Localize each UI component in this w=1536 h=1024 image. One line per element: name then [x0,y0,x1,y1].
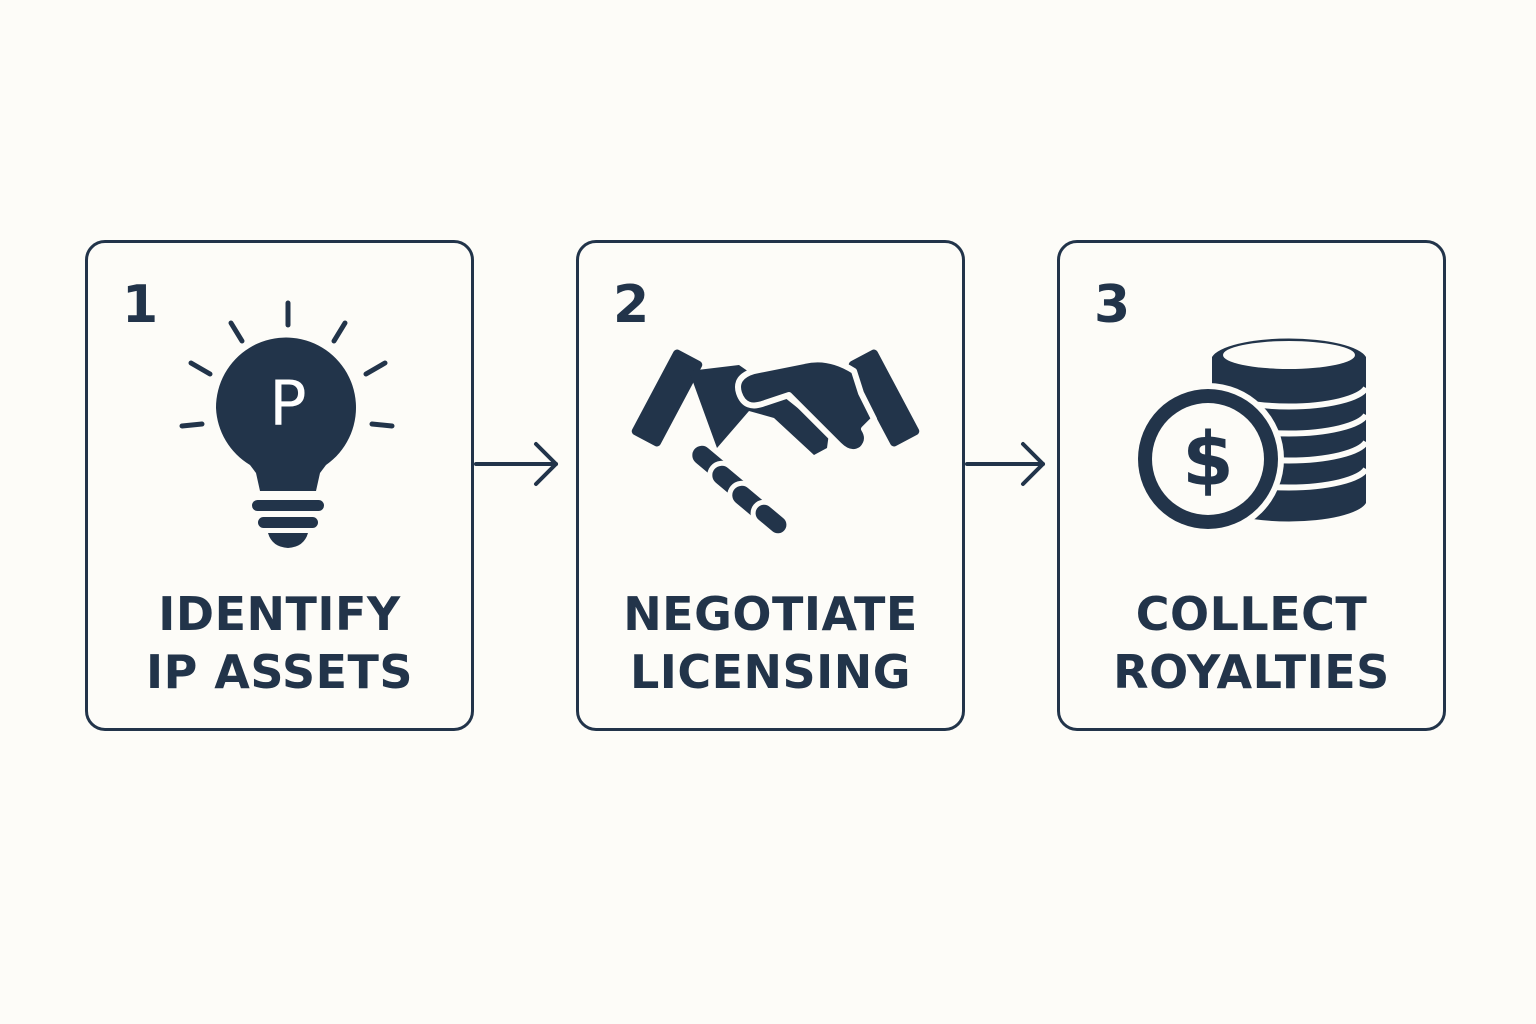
step-number: 2 [613,275,650,335]
lightbulb-letter: P [269,367,306,440]
step-card-collect: 3 $ COLLECT ROYALTIES [1057,240,1446,731]
arrow-right-icon [474,442,558,486]
step-label-line1: COLLECT [1135,587,1368,641]
step-label: IDENTIFY IP ASSETS [88,585,471,701]
step-number: 1 [122,275,159,335]
step-card-identify: 1 P IDENTIFY IP ASSETS [85,240,474,731]
step-label: COLLECT ROYALTIES [1060,585,1443,701]
step-label-line2: LICENSING [629,645,912,699]
coins-icon: $ [1132,338,1369,535]
step-number: 3 [1094,275,1131,335]
step-label-line1: NEGOTIATE [623,587,918,641]
step-label-line2: IP ASSETS [145,645,414,699]
step-label-line2: ROYALTIES [1113,645,1390,699]
step-label: NEGOTIATE LICENSING [579,585,962,701]
lightbulb-icon: P [179,300,395,548]
arrow-right-icon [965,442,1045,486]
dollar-symbol: $ [1182,417,1234,503]
step-card-negotiate: 2 NEGOTIATE LICENSING [576,240,965,731]
step-label-line1: IDENTIFY [158,587,401,641]
handshake-icon [631,349,920,539]
